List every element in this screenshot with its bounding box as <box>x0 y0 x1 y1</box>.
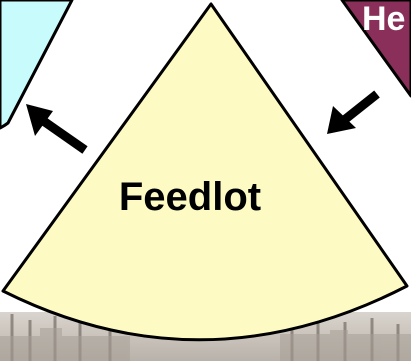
right-segment <box>340 0 411 98</box>
left-segment <box>0 0 74 130</box>
arrow-in-right <box>327 90 380 134</box>
feedlot-segment <box>1 2 409 342</box>
right-segment-label: He <box>362 0 405 38</box>
feedlot-label: Feedlot <box>119 175 261 219</box>
arrow-out-left <box>26 104 88 154</box>
